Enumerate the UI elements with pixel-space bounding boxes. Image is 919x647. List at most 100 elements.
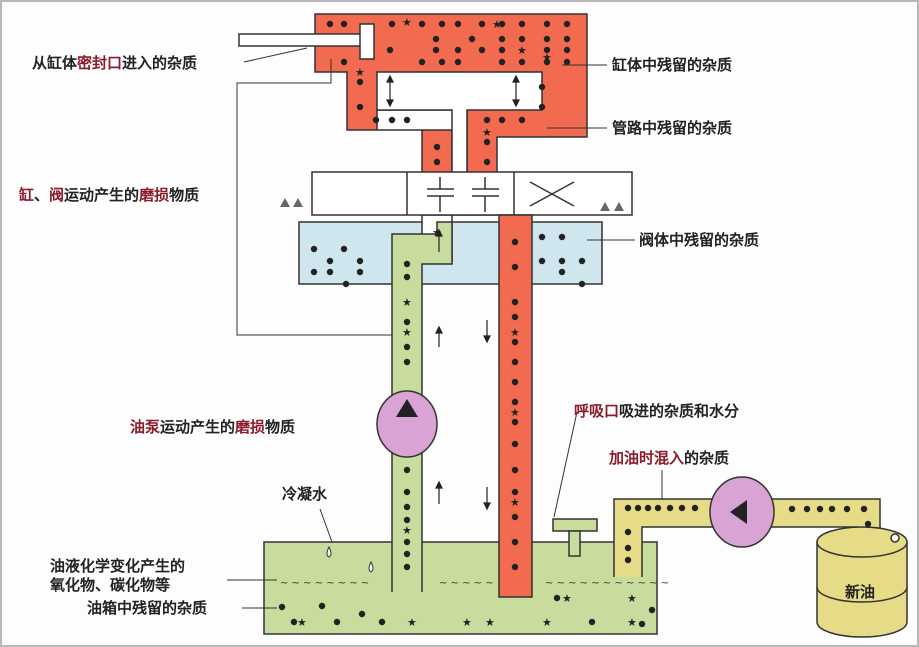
- particle-dot: [511, 358, 519, 366]
- label-pump-wear: 油泵运动产生的磨损物质: [130, 418, 295, 436]
- particle-dot: [788, 505, 796, 513]
- label-valve-residue: 阀体中残留的杂质: [639, 231, 759, 249]
- particle-dot: [340, 20, 348, 28]
- particle-dot: [538, 233, 546, 241]
- particle-dot: [624, 544, 632, 552]
- particle-dot: [388, 116, 396, 124]
- leader-lines: [227, 47, 663, 609]
- particle-dot: [511, 563, 519, 571]
- particle-dot: [553, 594, 561, 602]
- particle-dot: [356, 103, 364, 111]
- particle-dot: [511, 398, 519, 406]
- svg-text:~ ~ ~ ~ ~: ~ ~ ~ ~ ~: [439, 578, 494, 589]
- star-particle-icon: ★: [407, 616, 417, 629]
- particle-dot: [326, 268, 334, 276]
- particle-dot: [433, 143, 441, 151]
- label-pipe-residue: 管路中残留的杂质: [612, 119, 732, 137]
- particle-dot: [418, 20, 426, 28]
- particle-dot: [372, 116, 380, 124]
- particle-dot: [483, 158, 491, 166]
- particle-dot: [433, 158, 441, 166]
- filling-pump: [709, 476, 775, 548]
- particle-dot: [511, 538, 519, 546]
- particle-dot: [403, 516, 411, 524]
- particle-dot: [511, 466, 519, 474]
- particle-dot: [454, 20, 462, 28]
- particle-dot: [558, 233, 566, 241]
- star-particle-icon: ★: [510, 406, 520, 419]
- particle-dot: [691, 504, 699, 512]
- particle-dot: [356, 257, 364, 265]
- star-particle-icon: ★: [510, 326, 520, 339]
- particle-dot: [326, 257, 334, 265]
- particle-dot: [454, 58, 462, 66]
- particle-dot: [518, 58, 526, 66]
- particle-dot: [624, 528, 632, 536]
- particle-dot: [403, 116, 411, 124]
- star-particle-icon: ★: [462, 616, 472, 629]
- particle-dot: [543, 35, 551, 43]
- particle-dot: [356, 78, 364, 86]
- particle-dot: [511, 513, 519, 521]
- particle-dot: [310, 268, 318, 276]
- particle-dot: [511, 298, 519, 306]
- particle-dot: [432, 35, 440, 43]
- particle-dot: [340, 245, 348, 253]
- particle-dot: [648, 606, 656, 614]
- star-particle-icon: ★: [432, 226, 442, 239]
- return-pipe: [498, 214, 533, 598]
- particle-dot: [478, 46, 486, 54]
- star-particle-icon: ★: [402, 524, 412, 537]
- particle-dot: [563, 46, 571, 54]
- breather: [552, 518, 598, 557]
- star-particle-icon: ★: [562, 592, 572, 605]
- oil-pump: [376, 390, 438, 458]
- particle-dot: [864, 520, 872, 528]
- particle-dot: [483, 116, 491, 124]
- particle-dot: [438, 20, 446, 28]
- oil-tank: [263, 541, 658, 635]
- particle-dot: [403, 358, 411, 366]
- valve-body: [298, 171, 633, 285]
- particle-dot: [588, 618, 596, 626]
- particle-dot: [511, 378, 519, 386]
- particle-dot: [654, 504, 662, 512]
- cylinder-body: [314, 13, 588, 216]
- particle-dot: [403, 488, 411, 496]
- star-particle-icon: ★: [542, 616, 552, 629]
- star-particle-icon: ★: [542, 51, 552, 64]
- particle-dot: [538, 103, 546, 111]
- star-particle-icon: ★: [402, 326, 412, 339]
- particle-dot: [498, 58, 506, 66]
- label-filling: 加油时混入的杂质: [608, 449, 729, 467]
- label-cylinder-residue: 缸体中残留的杂质: [612, 56, 732, 74]
- particle-dot: [478, 20, 486, 28]
- rod-head: [359, 23, 375, 60]
- particle-dot: [543, 46, 551, 54]
- particle-dot: [511, 338, 519, 346]
- contaminant-particles: ★★★★★★★★★★★★★★★★★★★★★: [278, 16, 872, 629]
- particle-dot: [563, 58, 571, 66]
- particle-dot: [538, 83, 546, 91]
- label-seal-ingress: 从缸体密封口进入的杂质: [32, 54, 197, 72]
- flow-arrows: [386, 74, 520, 511]
- particle-dot: [538, 257, 546, 265]
- particle-dot: [511, 313, 519, 321]
- particle-dot: [468, 35, 476, 43]
- label-condensate: 冷凝水: [282, 485, 328, 503]
- particle-dot: [498, 46, 506, 54]
- label-cylinder-valve-wear: 缸、阀运动产生的磨损物质: [19, 186, 199, 204]
- particle-dot: [498, 20, 506, 28]
- particle-dot: [678, 504, 686, 512]
- star-particle-icon: ★: [297, 616, 307, 629]
- label-oxidation-1: 油液化学变化产生的: [50, 557, 185, 575]
- particle-dot: [558, 268, 566, 276]
- star-particle-icon: ★: [517, 44, 527, 57]
- particle-dot: [543, 58, 551, 66]
- particle-dot: [342, 280, 350, 288]
- star-particle-icon: ★: [510, 496, 520, 509]
- particle-dot: [403, 466, 411, 474]
- particle-dot: [290, 618, 298, 626]
